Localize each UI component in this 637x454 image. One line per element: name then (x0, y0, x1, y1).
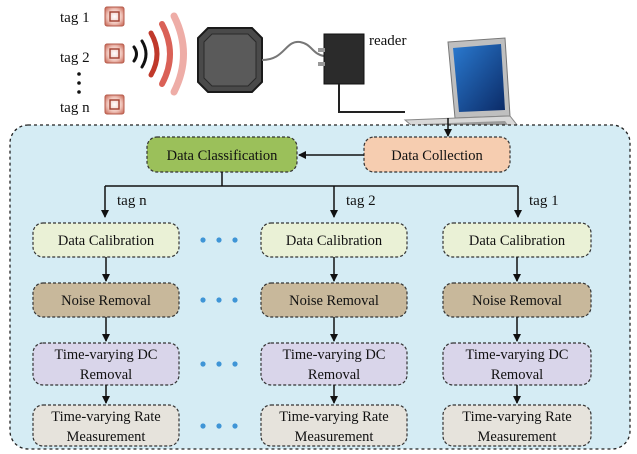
branch-label-tag-2: tag 2 (346, 193, 376, 209)
reader-label: reader (369, 33, 406, 49)
rate-measurement-box (32, 404, 180, 447)
calibration-box (260, 222, 408, 258)
rate-measurement-label-1: Time-varying Rate (51, 409, 160, 425)
noise-removal-label: Noise Removal (61, 293, 151, 309)
data-collection-box: Data Collection (363, 136, 511, 173)
tag-label-n: tag n (60, 100, 90, 116)
data-classification-label: Data Classification (167, 148, 278, 164)
tag-n-icon (104, 94, 125, 115)
column-tag-2: Data Calibration Noise Removal Time-vary… (260, 222, 408, 447)
rate-measurement-box (260, 404, 408, 447)
calibration-label: Data Calibration (58, 233, 155, 249)
reader-icon (318, 33, 365, 85)
dc-removal-label-1: Time-varying DC (55, 347, 158, 363)
calibration-box (32, 222, 180, 258)
calibration-label: Data Calibration (469, 233, 566, 249)
noise-removal-box (260, 282, 408, 318)
dc-removal-label-1: Time-varying DC (283, 347, 386, 363)
data-collection-label: Data Collection (391, 148, 483, 164)
reader-cable (338, 84, 405, 113)
noise-removal-label: Noise Removal (289, 293, 379, 309)
tag-1-icon (104, 6, 125, 27)
noise-removal-label: Noise Removal (472, 293, 562, 309)
branch-connector (101, 172, 522, 218)
dc-removal-label-2: Removal (308, 367, 360, 383)
antenna-icon (197, 27, 263, 93)
antenna-cable (261, 40, 325, 61)
column-tag-1: Data Calibration Noise Removal Time-vary… (442, 222, 592, 447)
calibration-label: Data Calibration (286, 233, 383, 249)
rate-measurement-box (442, 404, 592, 447)
rate-measurement-label-1: Time-varying Rate (462, 409, 571, 425)
tag-2-icon (104, 43, 125, 64)
rate-measurement-label-1: Time-varying Rate (279, 409, 388, 425)
signal-waves-icon (132, 12, 187, 96)
vertical-ellipsis-icon (77, 72, 81, 94)
branch-label-tag-n: tag n (117, 193, 147, 209)
noise-removal-box (32, 282, 180, 318)
rate-measurement-label-2: Measurement (478, 429, 557, 445)
dc-removal-label-2: Removal (80, 367, 132, 383)
tag-label-2: tag 2 (60, 50, 90, 66)
rate-measurement-label-2: Measurement (295, 429, 374, 445)
dc-removal-label-2: Removal (491, 367, 543, 383)
rate-measurement-label-2: Measurement (67, 429, 146, 445)
column-tag-n: Data Calibration Noise Removal Time-vary… (32, 222, 180, 447)
dc-removal-label-1: Time-varying DC (466, 347, 569, 363)
ellipsis-dots-icon (200, 237, 238, 429)
branch-label-tag-1: tag 1 (529, 193, 559, 209)
data-classification-box: Data Classification (146, 136, 298, 173)
tag-label-1: tag 1 (60, 10, 90, 26)
hardware-illustration: tag 1 tag 2 tag n (60, 6, 526, 142)
